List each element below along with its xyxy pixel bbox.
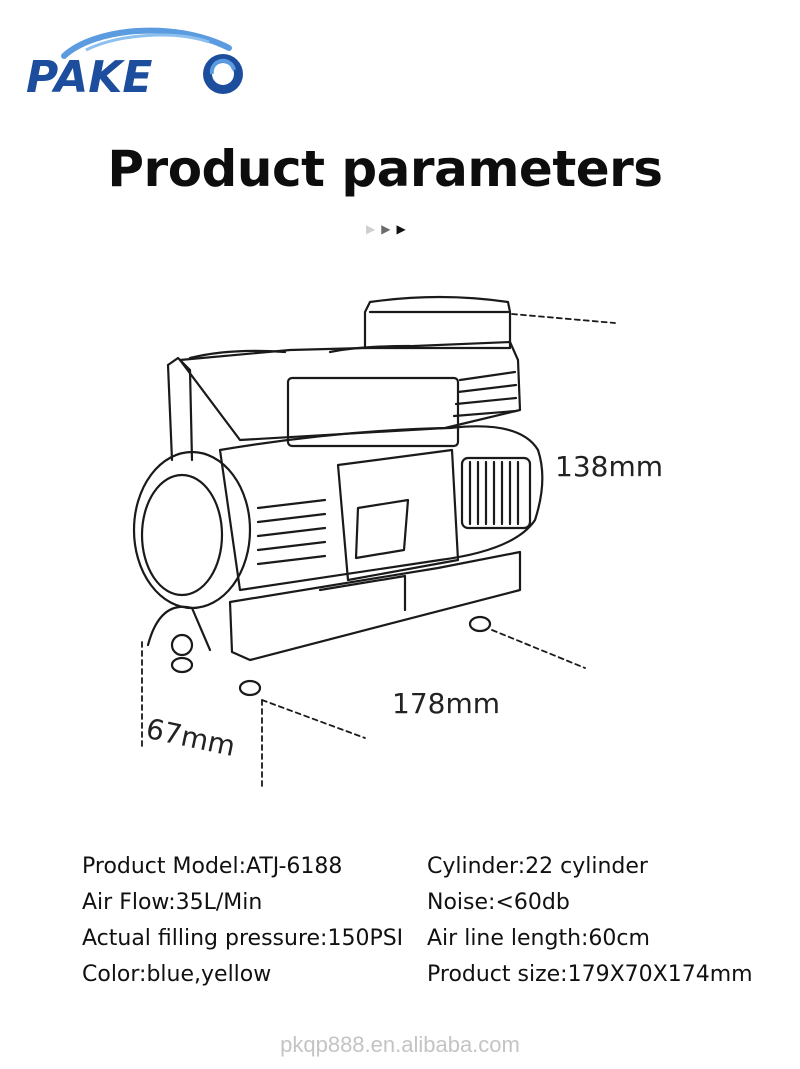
spec-item: Product Model:ATJ-6188	[82, 854, 343, 879]
dimension-height: 138mm	[555, 450, 663, 483]
foot-front	[238, 679, 262, 697]
dimension-length: 178mm	[392, 687, 500, 720]
spec-item: Noise:<60db	[427, 890, 570, 915]
length-guide-left	[261, 699, 366, 739]
spec-item: Actual filling pressure:150PSI	[82, 926, 404, 951]
page-title: Product parameters	[107, 140, 663, 198]
compressor-drawing	[132, 295, 616, 789]
spec-item: Cylinder:22 cylinder	[427, 854, 648, 879]
upper-body	[178, 340, 522, 442]
logo-car-roof	[85, 33, 210, 52]
spec-list: Product Model:ATJ-6188 Cylinder:22 cylin…	[82, 853, 782, 989]
base-foot-lip	[318, 574, 407, 612]
pake-logo: PAKE	[26, 27, 243, 100]
length-guide-right	[491, 629, 586, 669]
front-button	[354, 498, 410, 560]
logo-wheel-inner	[212, 63, 234, 85]
front-panel	[336, 448, 460, 582]
arrow-icon: ▶	[366, 222, 382, 236]
side-grille-slots	[468, 460, 520, 526]
top-holes	[188, 344, 412, 360]
side-grille	[460, 456, 532, 530]
spec-item: Air Flow:35L/Min	[82, 890, 263, 915]
arrow-row: ▶▶▶	[366, 222, 412, 236]
logo-car-swoosh	[61, 27, 232, 59]
left-drum-face	[140, 473, 224, 597]
arrow-icon: ▶	[396, 222, 412, 236]
watermark-url: pkqp888.en.alibaba.com	[280, 1032, 520, 1057]
top-vents	[452, 370, 518, 418]
handle-frame	[166, 356, 194, 462]
spec-item: Color:blue,yellow	[82, 962, 272, 987]
body-vents	[256, 498, 327, 566]
base	[228, 550, 522, 662]
foot-left	[170, 656, 194, 674]
top-cap	[363, 295, 512, 350]
left-drum	[132, 450, 252, 610]
spec-item: Air line length:60cm	[427, 926, 650, 951]
main-body	[218, 425, 544, 592]
nozzle-guard	[146, 605, 212, 652]
hose-nozzle	[170, 633, 194, 657]
display-window	[286, 376, 460, 448]
logo-wheel-swirl	[209, 58, 236, 75]
height-guide-top	[511, 313, 616, 324]
spec-item: Product size:179X70X174mm	[427, 962, 753, 987]
arrow-icon: ▶	[381, 222, 397, 236]
foot-right	[468, 615, 492, 633]
logo-text: PAKE	[26, 52, 152, 100]
